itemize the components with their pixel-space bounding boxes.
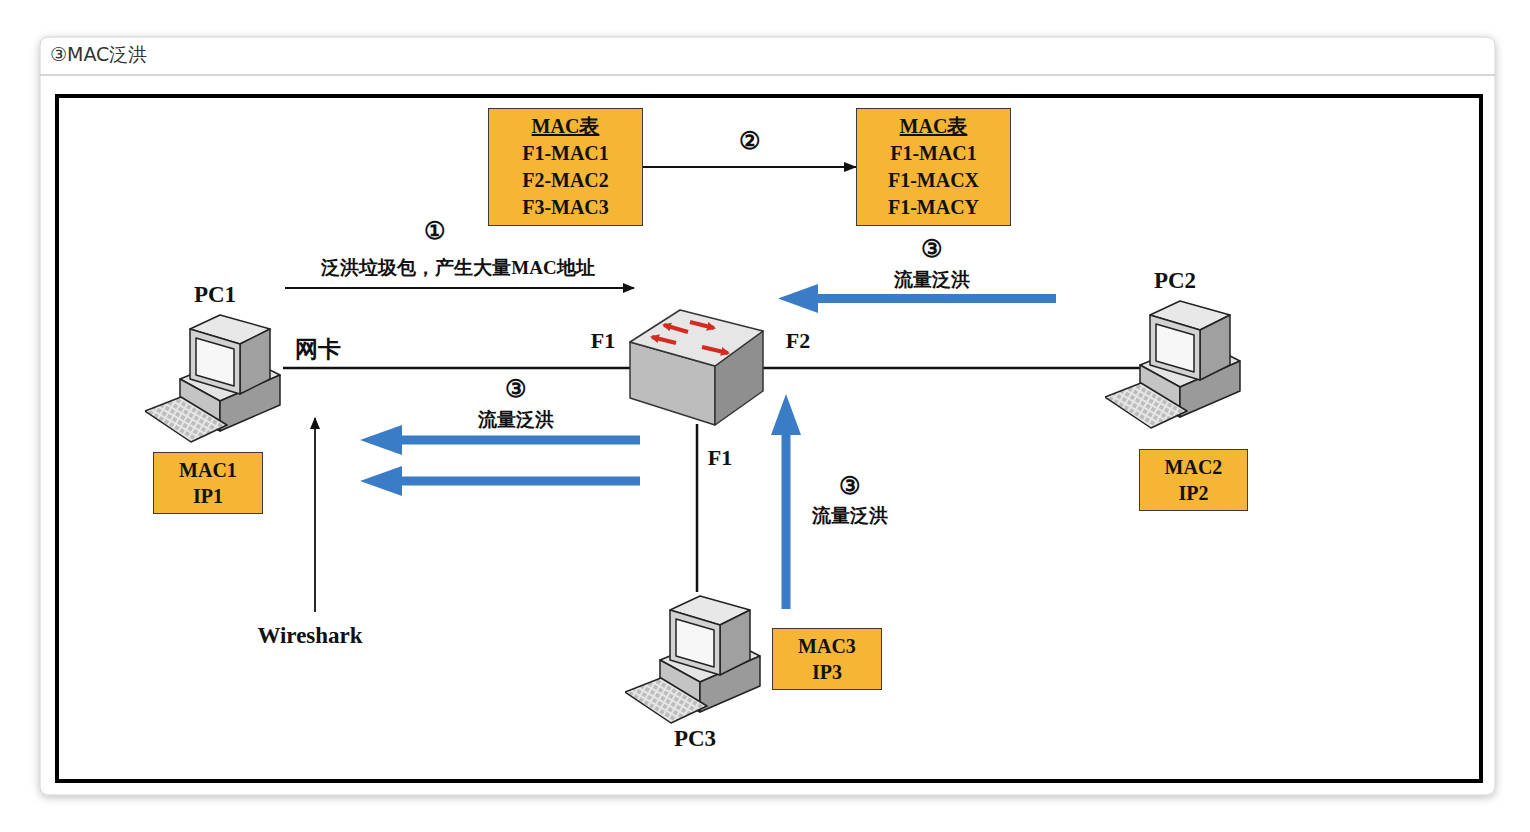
pc-label: PC2 <box>1154 267 1196 295</box>
tool-label: Wireshark <box>257 623 362 649</box>
port-label: F1 <box>708 445 732 470</box>
table-heading: MAC表 <box>532 113 600 140</box>
frame <box>57 96 1481 781</box>
table-heading: MAC表 <box>900 113 968 140</box>
table-entry: MAC3 <box>798 633 856 659</box>
mac-table: MAC表F1-MAC1F1-MACXF1-MACY <box>856 108 1011 226</box>
table-entry: F1-MACX <box>888 167 979 194</box>
nic-label: 网卡 <box>295 337 341 363</box>
cable <box>696 424 699 592</box>
switch <box>630 310 763 425</box>
table-entry: MAC2 <box>1165 454 1223 480</box>
table-entry: F1-MAC1 <box>522 140 609 167</box>
flood-note: 流量泛洪 <box>478 409 554 431</box>
flood-arrow <box>285 287 634 289</box>
flood-arrows <box>360 284 1056 609</box>
callout-number: ③ <box>839 473 861 501</box>
callout-number: ③ <box>505 376 527 404</box>
window <box>40 37 1495 795</box>
cable <box>762 367 1140 370</box>
pc-icon <box>145 309 285 444</box>
pc-3: PC3 <box>625 590 765 753</box>
step-note: 泛洪垃圾包，产生大量MAC地址 <box>321 257 594 279</box>
callout-number: ③ <box>921 236 943 264</box>
window-title: ③MAC泛洪 <box>50 44 147 66</box>
pc-label: PC3 <box>674 725 716 753</box>
title-rule <box>40 74 1495 76</box>
table-entry: IP2 <box>1179 480 1209 506</box>
table-entry: IP3 <box>812 659 842 685</box>
table-transition-arrow <box>643 166 856 168</box>
port-label: F2 <box>786 328 810 353</box>
table-entry: F2-MAC2 <box>522 167 609 194</box>
address-box: MAC2IP2 <box>1139 449 1248 511</box>
capture-arrow <box>314 418 316 612</box>
pc-icon <box>1105 295 1245 430</box>
table-entry: F1-MACY <box>888 194 979 221</box>
table-entry: MAC1 <box>179 457 237 483</box>
table-entry: F1-MAC1 <box>890 140 977 167</box>
pc-icon <box>625 590 765 725</box>
cable <box>283 367 632 370</box>
address-box: MAC3IP3 <box>772 628 882 690</box>
pc-label: PC1 <box>194 281 236 309</box>
address-box: MAC1IP1 <box>153 452 263 514</box>
callout-number: ② <box>739 128 761 156</box>
flood-note: 流量泛洪 <box>894 269 970 291</box>
flood-note: 流量泛洪 <box>812 505 888 527</box>
table-entry: IP1 <box>193 483 223 509</box>
callout-number: ① <box>424 218 446 246</box>
mac-table: MAC表F1-MAC1F2-MAC2F3-MAC3 <box>488 108 643 226</box>
table-entry: F3-MAC3 <box>522 194 609 221</box>
pc-2: PC2 <box>1105 267 1245 430</box>
port-label: F1 <box>591 328 615 353</box>
pc-1: PC1 <box>145 281 285 444</box>
